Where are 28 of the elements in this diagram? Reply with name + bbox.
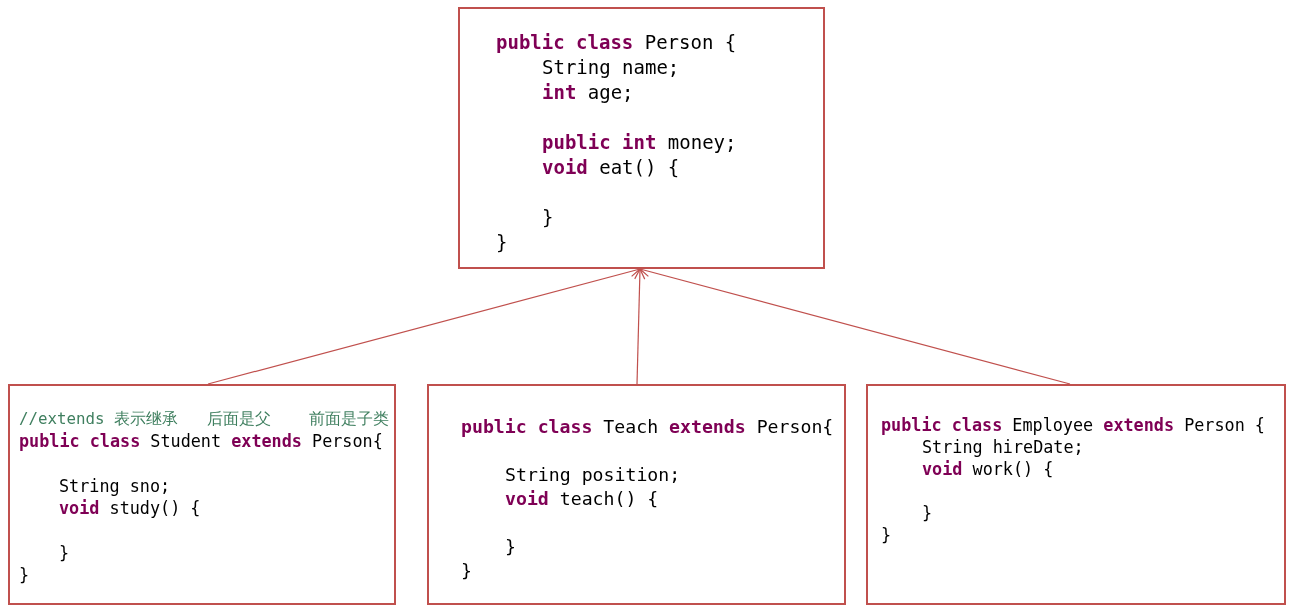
code-line: } bbox=[542, 205, 554, 229]
code-line: } bbox=[496, 230, 508, 254]
arrow bbox=[634, 268, 646, 385]
code-box bbox=[866, 384, 1286, 605]
code-line: void study() { bbox=[59, 498, 201, 519]
code-line: String name; bbox=[542, 55, 680, 79]
code-line: String position; bbox=[505, 464, 681, 486]
code-line: } bbox=[59, 542, 70, 563]
code-line: public class Person { bbox=[496, 30, 737, 54]
code-box bbox=[427, 384, 846, 605]
code-line: public class Teach extends Person{ bbox=[461, 416, 834, 438]
code-line: } bbox=[505, 536, 516, 558]
code-line: int age; bbox=[542, 80, 634, 104]
code-line: } bbox=[461, 560, 472, 582]
code-line: void work() { bbox=[922, 458, 1054, 480]
code-line: public int money; bbox=[542, 130, 737, 154]
code-line: } bbox=[881, 524, 892, 546]
code-line: void eat() { bbox=[542, 155, 680, 179]
code-line: void teach() { bbox=[505, 488, 659, 510]
code-line: public class Employee extends Person { bbox=[881, 414, 1265, 436]
code-line: } bbox=[922, 502, 933, 524]
code-box bbox=[458, 7, 825, 269]
code-line: public class Student extends Person{ bbox=[19, 431, 383, 452]
code-line: String sno; bbox=[59, 475, 171, 496]
code-line: } bbox=[19, 565, 30, 586]
code-line: String hireDate; bbox=[922, 436, 1084, 458]
code-comment: //extends 表示继承 后面是父 前面是子类 bbox=[19, 409, 389, 429]
code-box bbox=[8, 384, 396, 605]
